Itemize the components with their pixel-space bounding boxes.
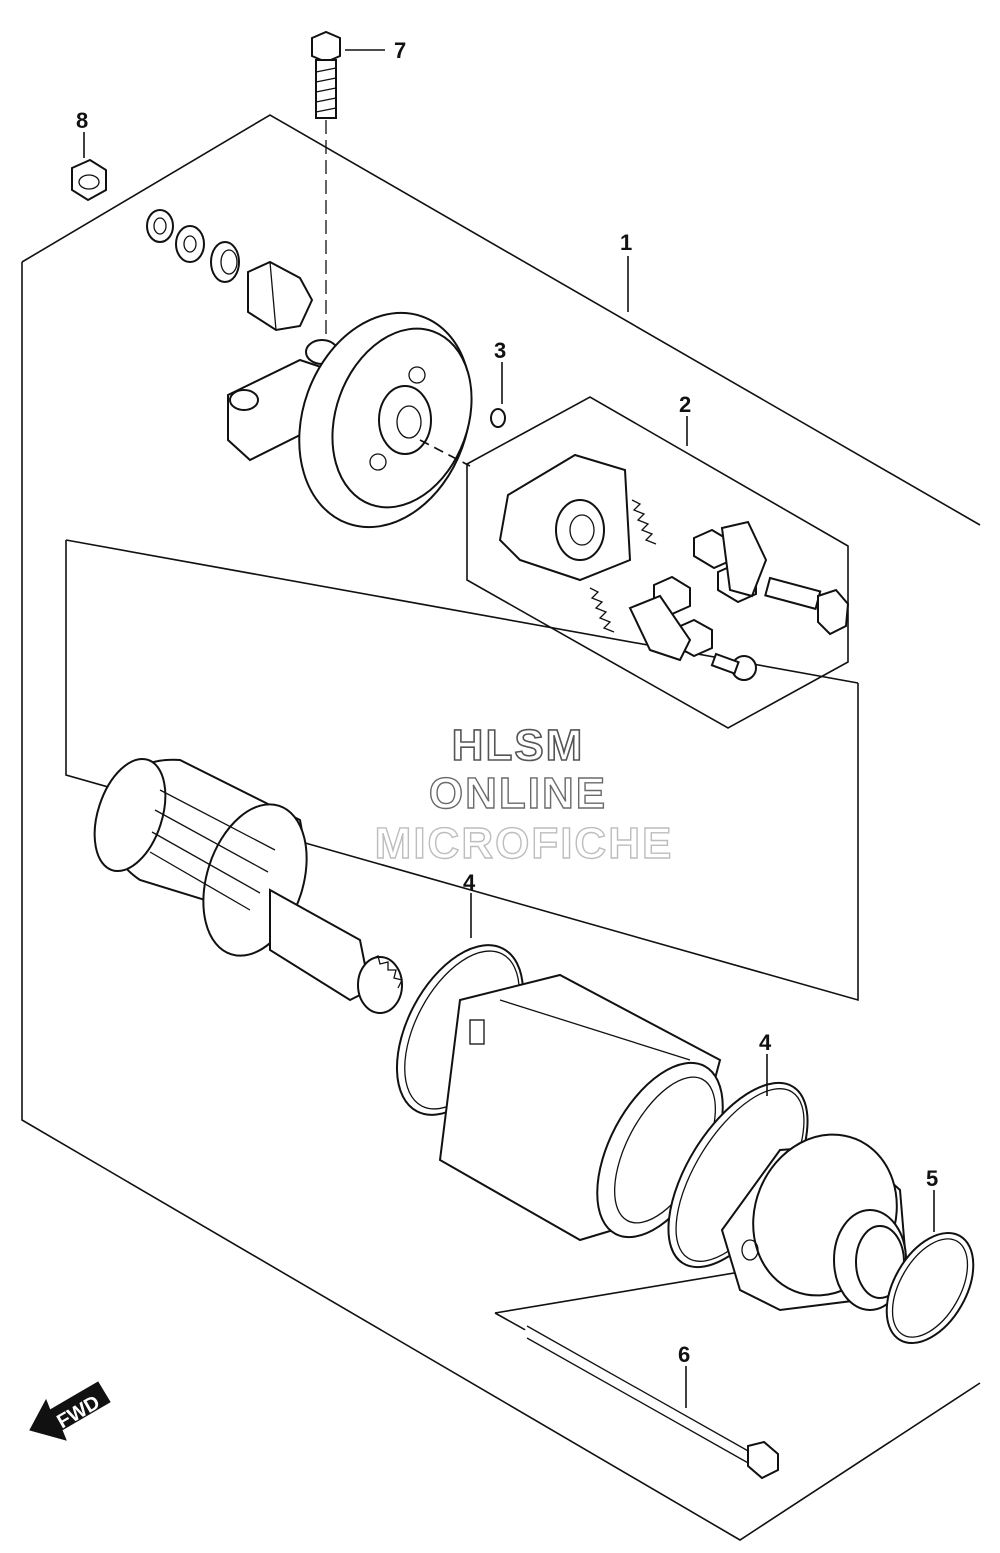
callout-2: 2 bbox=[679, 392, 691, 417]
callout-7: 7 bbox=[394, 38, 406, 63]
watermark-line-1: HLSM bbox=[452, 721, 585, 770]
end-cover bbox=[227, 311, 473, 529]
callout-4-lower: 4 bbox=[759, 1030, 772, 1055]
arrow-down-left-icon bbox=[29, 1381, 111, 1441]
part-2-brush-holder bbox=[498, 453, 850, 681]
watermark-line-3: MICROFICHE bbox=[375, 819, 674, 868]
callout-3: 3 bbox=[494, 338, 506, 363]
callout-6: 6 bbox=[678, 1342, 690, 1367]
callout-1: 1 bbox=[620, 230, 632, 255]
fwd-badge: FWD bbox=[29, 1381, 111, 1441]
callout-4-upper: 4 bbox=[463, 870, 476, 895]
watermark: HLSM ONLINE MICROFICHE bbox=[374, 720, 674, 869]
end-washers bbox=[146, 209, 314, 332]
armature bbox=[93, 757, 403, 1014]
part-7-bolt bbox=[311, 30, 341, 350]
part-5-o-ring bbox=[885, 1232, 975, 1344]
part-6-through-bolt bbox=[524, 1325, 779, 1480]
leader-lines bbox=[83, 49, 935, 1408]
part-3-o-ring bbox=[490, 408, 506, 428]
callout-8: 8 bbox=[76, 108, 88, 133]
front-cover bbox=[720, 1133, 907, 1312]
callouts: 1 2 3 4 4 5 6 7 8 bbox=[76, 38, 938, 1367]
callout-5: 5 bbox=[926, 1166, 938, 1191]
watermark-line-2: ONLINE bbox=[429, 769, 607, 818]
part-8-nut bbox=[71, 158, 107, 202]
assembly-boundary bbox=[21, 114, 981, 1541]
